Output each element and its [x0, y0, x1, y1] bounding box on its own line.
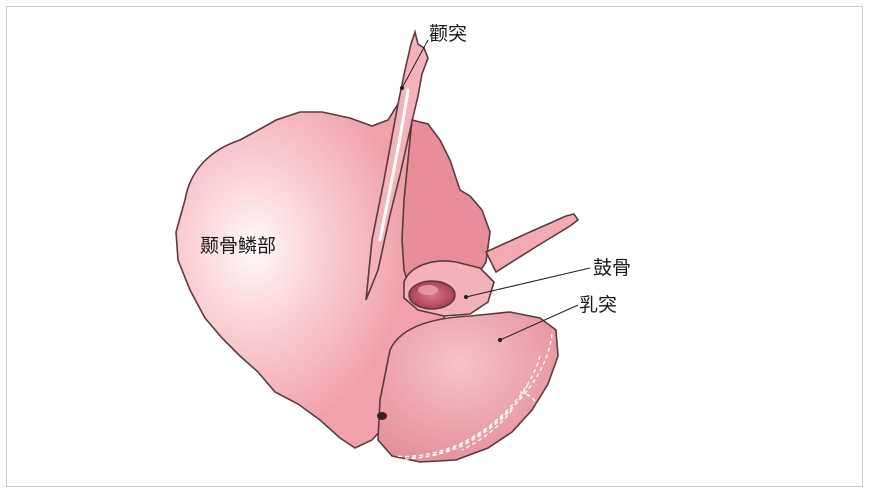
label-tympanic-part: 鼓骨 [593, 259, 631, 278]
styloid-process-shape [486, 214, 578, 272]
external-acoustic-meatus [409, 281, 455, 309]
mastoid-foramen [377, 412, 387, 420]
label-squamous-part: 颞骨鳞部 [200, 237, 276, 256]
label-mastoid-process: 乳突 [579, 296, 617, 315]
meatus-highlight [418, 285, 438, 295]
label-zygomatic-process: 颧突 [429, 25, 467, 44]
